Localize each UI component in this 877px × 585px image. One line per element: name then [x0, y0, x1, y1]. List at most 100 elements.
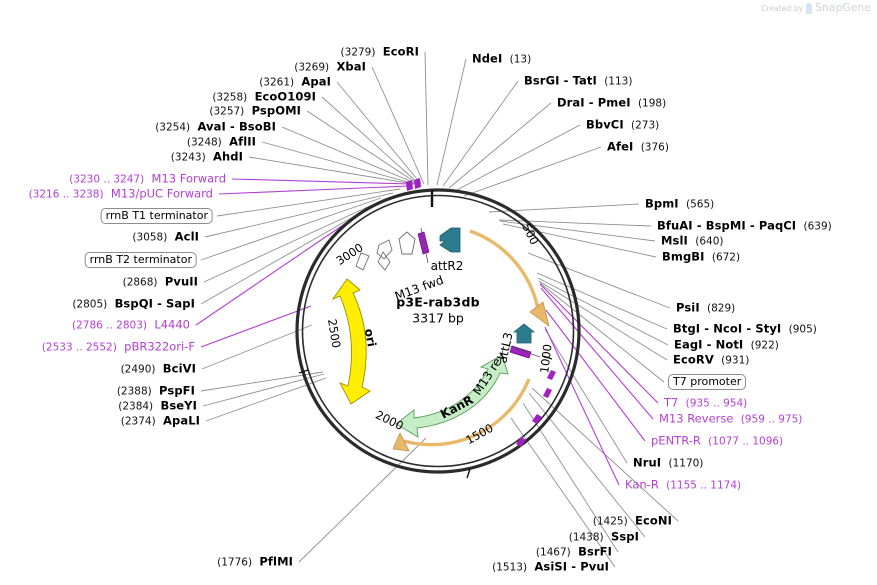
- label-position-pflmi: (1776): [217, 556, 253, 569]
- leader-line: [261, 141, 416, 185]
- label-avai[interactable]: (3254) AvaI - BsoBI: [155, 121, 276, 134]
- label-position-pspfi: (2388): [116, 385, 152, 398]
- label-bseyi[interactable]: (2384) BseYI: [118, 400, 197, 413]
- label-bfuai[interactable]: BfuAI - BspMI - PaqCI (639): [657, 220, 832, 233]
- leader-line: [536, 272, 668, 330]
- label-bpmi[interactable]: BpmI (565): [645, 198, 714, 211]
- leader-line: [499, 220, 656, 242]
- label-name-kanr: Kan-R: [625, 477, 659, 492]
- snapgene-watermark: Created by SnapGene: [761, 2, 871, 14]
- label-apali[interactable]: (2374) ApaLI: [121, 415, 200, 428]
- label-kanr[interactable]: Kan-R (1155 .. 1174): [625, 479, 741, 492]
- label-ecorv[interactable]: EcoRV (931): [673, 354, 749, 367]
- label-msli[interactable]: MslI (640): [661, 235, 723, 248]
- label-pentrr[interactable]: pENTR-R (1077 .. 1096): [651, 435, 783, 448]
- label-drai[interactable]: DraI - PmeI (198): [557, 97, 666, 110]
- box-label-t7-promoter[interactable]: T7 promoter: [668, 374, 747, 390]
- feature-kanr[interactable]: [395, 354, 509, 438]
- label-aflii[interactable]: (3248) AflII: [187, 136, 256, 149]
- label-ndei[interactable]: NdeI (13): [472, 53, 531, 66]
- leader-line: [436, 58, 467, 186]
- label-name-ecori: EcoRI: [382, 44, 419, 59]
- leader-line: [527, 252, 671, 309]
- label-position-apali: (2374): [120, 415, 156, 428]
- label-name-acli: AclI: [174, 229, 199, 244]
- leader-line: [540, 287, 654, 420]
- label-name-ndei: NdeI: [472, 51, 503, 66]
- label-name-xbai: XbaI: [336, 59, 366, 74]
- label-econi[interactable]: (1425) EcoNI: [593, 515, 672, 528]
- label-bsrfi[interactable]: (1467) BsrFI: [536, 546, 612, 559]
- box-label-rrnb-t2[interactable]: rrnB T2 terminator: [84, 252, 197, 268]
- leader-line: [442, 80, 519, 187]
- leader-line: [463, 146, 602, 197]
- label-pspfi[interactable]: (2388) PspFI: [117, 385, 195, 398]
- feature-attr2[interactable]: [439, 227, 461, 253]
- label-position-pentrr: (1077 .. 1096): [708, 435, 784, 448]
- label-ecori[interactable]: (3279) EcoRI: [341, 46, 419, 59]
- label-pflmi[interactable]: (1776) PflMI: [217, 556, 293, 569]
- leader-line: [371, 66, 425, 185]
- label-l4440[interactable]: (2786 .. 2803) L4440: [72, 319, 190, 332]
- label-bsrgi[interactable]: BsrGI - TatI (113): [524, 75, 632, 88]
- feature-ori[interactable]: [331, 278, 371, 405]
- label-position-pvuii: (2868): [122, 276, 158, 289]
- leader-line: [231, 178, 413, 185]
- label-bmgbi[interactable]: BmgBI (672): [662, 251, 740, 264]
- plasmid-title-block: p3E-rab3db 3317 bp: [396, 295, 480, 326]
- feature-attl3[interactable]: [512, 323, 536, 344]
- label-sspi[interactable]: (1438) SspI: [569, 531, 639, 544]
- box-label-rrnb-t1[interactable]: rrnB T1 terminator: [100, 208, 213, 224]
- leader-line: [321, 96, 420, 185]
- label-name-ecorv: EcoRV: [673, 352, 714, 367]
- label-eagi[interactable]: EagI - NotI (922): [674, 339, 779, 352]
- label-name-asisi: AsiSI - PvuI: [534, 559, 609, 574]
- label-position-afei: (376): [640, 141, 669, 154]
- label-nrui[interactable]: NruI (1170): [633, 457, 703, 470]
- label-psii[interactable]: PsiI (829): [676, 302, 735, 315]
- leader-line: [448, 102, 552, 189]
- label-acli[interactable]: (3058) AclI: [132, 231, 199, 244]
- label-name-drai: DraI - PmeI: [557, 95, 631, 110]
- label-pbr322[interactable]: (2533 .. 2552) pBR322ori-F: [42, 341, 195, 354]
- label-t7[interactable]: T7 (935 .. 954): [664, 397, 747, 410]
- label-bbvci[interactable]: BbvCI (273): [586, 119, 659, 132]
- label-afei[interactable]: AfeI (376): [607, 141, 669, 154]
- feature-m13-rev[interactable]: [502, 343, 541, 359]
- leader-line: [537, 277, 669, 346]
- label-m13rev[interactable]: M13 Reverse (959 .. 975): [659, 413, 802, 426]
- label-position-btgi: (905): [788, 323, 817, 336]
- label-ahdi[interactable]: (3243) AhdI: [171, 151, 243, 164]
- label-position-bmgbi: (672): [711, 251, 741, 264]
- label-name-bpmi: BpmI: [645, 196, 679, 211]
- feature-m13-fwd[interactable]: [417, 227, 430, 264]
- label-ecoo109i[interactable]: (3258) EcoO109I: [212, 91, 316, 104]
- label-pspomi[interactable]: (3257) PspOMI: [209, 105, 301, 118]
- primer-leader-lines: [195, 178, 659, 486]
- label-name-pbr322: pBR322ori-F: [124, 339, 195, 354]
- label-asisi[interactable]: (1513) AsiSI - PvuI: [492, 561, 609, 574]
- label-bcivi[interactable]: (2490) BciVI: [121, 363, 196, 376]
- leader-line: [545, 309, 646, 442]
- label-m13puc[interactable]: (3216 .. 3238) M13/pUC Forward: [29, 188, 213, 201]
- label-name-btgi: BtgI - NcoI - StyI: [673, 321, 782, 336]
- leader-line: [218, 185, 410, 195]
- label-name-pvuii: PvuII: [164, 274, 198, 289]
- leader-line: [544, 328, 628, 464]
- watermark-brand: SnapGene: [815, 2, 871, 14]
- leader-line: [205, 377, 327, 422]
- leader-line: [203, 204, 373, 283]
- label-position-ecorv: (931): [721, 354, 750, 367]
- label-pvuii[interactable]: (2868) PvuII: [123, 276, 198, 289]
- label-btgi[interactable]: BtgI - NcoI - StyI (905): [673, 323, 817, 336]
- leader-line: [201, 324, 313, 370]
- label-bspqi[interactable]: (2805) BspQI - SapI: [72, 298, 195, 311]
- label-xbai[interactable]: (3269) XbaI: [294, 61, 366, 74]
- label-position-bbvci: (273): [631, 119, 660, 132]
- orf-outline-arcs: [403, 229, 540, 447]
- label-name-bfuai: BfuAI - BspMI - PaqCI: [657, 218, 797, 233]
- label-apai[interactable]: (3261) ApaI: [259, 76, 331, 89]
- misc-feature-outlines: [355, 231, 416, 271]
- label-position-ahdi: (3243): [170, 151, 206, 164]
- label-m13fwd[interactable]: (3230 .. 3247) M13 Forward: [69, 173, 226, 186]
